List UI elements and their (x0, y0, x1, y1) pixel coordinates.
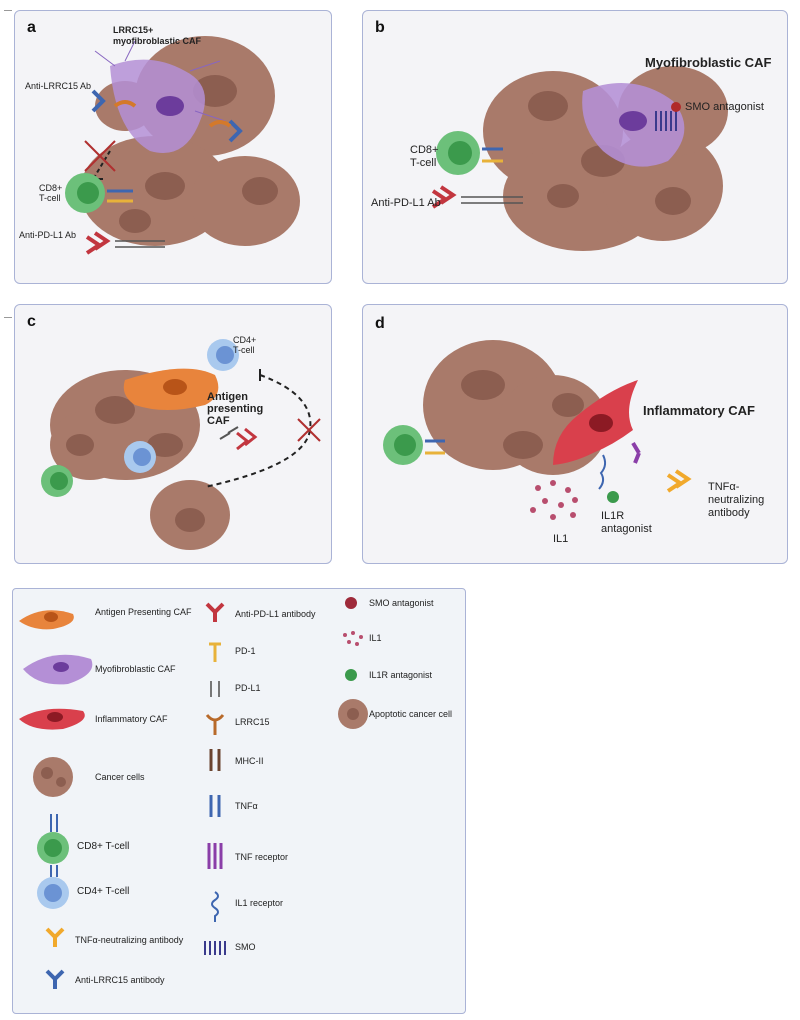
legend-apoptotic: Apoptotic cancer cell (369, 709, 453, 719)
panel-label: c (27, 313, 36, 330)
title-line2: myofibroblastic CAF (113, 36, 202, 46)
legend-tnf-receptor: TNF receptor (235, 852, 289, 862)
il1r-antagonist-icon (345, 669, 357, 681)
cd4-label-line2: T-cell (233, 345, 255, 355)
tnf-receptor-icon (207, 843, 223, 869)
anti-lrrc15-label: Anti-LRRC15 Ab (25, 81, 92, 91)
smo-antagonist-label: SMO antagonist (685, 101, 764, 113)
legend-lrrc15-ab: Anti-LRRC15 antibody (75, 975, 165, 985)
panel-a: a LRRC15+ myofibroblastic CAF Anti-LRRC1… (14, 10, 332, 284)
legend-lrrc15: LRRC15 (235, 717, 270, 727)
legend-cd4: CD4+ T-cell (77, 886, 130, 897)
il1-icon (343, 631, 363, 646)
legend-il1: IL1 (369, 633, 382, 643)
legend-il1-receptor: IL1 receptor (235, 898, 284, 908)
legend-infl-caf: Inflammatory CAF (95, 714, 168, 724)
legend-smo-antagonist: SMO antagonist (369, 598, 434, 608)
il1r-label-line1: IL1R (601, 510, 625, 522)
cancer-cell-icon (33, 757, 73, 797)
legend-smo: SMO (235, 942, 256, 952)
lrrc15-icon (205, 714, 225, 735)
tnf-ab-label-line3: antibody (708, 507, 750, 519)
panel-b-illustration (431, 66, 728, 251)
legend-cd8: CD8+ T-cell (77, 841, 130, 852)
tnf-ab-label-line1: TNFα- (708, 481, 740, 493)
cd8-label-line2: T-cell (410, 157, 437, 169)
panel-d: d Inflammatory CAF IL1 IL1R antagonist T… (362, 304, 788, 564)
anti-pdl1-label: Anti-PD-L1 Ab (371, 197, 441, 209)
panel-c: c CD4+ T-cell Antigen presenting CAF (14, 304, 332, 564)
legend-tnfa: TNFα (235, 801, 258, 811)
tnfa-icon (209, 795, 221, 817)
panel-title: Myofibroblastic CAF (645, 55, 772, 70)
panel-d-illustration (383, 340, 692, 520)
il1-label: IL1 (553, 533, 569, 545)
tnf-ab-icon (45, 927, 65, 947)
legend-icons (19, 597, 368, 989)
anti-pdl1-label: Anti-PD-L1 Ab (19, 230, 77, 240)
smo-icon (204, 941, 226, 955)
pd1-icon (209, 642, 221, 662)
apc-label-line1: Antigen (207, 391, 248, 403)
panel-label: d (375, 315, 385, 332)
cd8-label-line1: CD8+ (39, 183, 63, 193)
legend-box: Antigen Presenting CAF Myofibroblastic C… (12, 588, 466, 1014)
tnf-ab-label-line2: neutralizing (708, 494, 765, 506)
margin-tick (4, 10, 12, 11)
il1-receptor-icon (211, 891, 219, 922)
lrrc15-ab-icon (45, 969, 65, 989)
legend-myo-caf: Myofibroblastic CAF (95, 664, 176, 674)
mhc2-icon (209, 749, 221, 771)
panel-a-illustration (65, 36, 300, 255)
title-line1: LRRC15+ (113, 25, 154, 35)
smo-antagonist-icon (345, 597, 357, 609)
panel-c-illustration (41, 339, 321, 550)
pdl1-icon (210, 681, 220, 697)
legend-tnf-ab: TNFα-neutralizing antibody (75, 935, 184, 945)
legend-anti-pdl1: Anti-PD-L1 antibody (235, 609, 316, 619)
legend-mhc2: MHC-II (235, 756, 264, 766)
legend-cancer-cells: Cancer cells (95, 772, 145, 782)
legend-apc-caf: Antigen Presenting CAF (95, 607, 192, 617)
legend-pd1: PD-1 (235, 646, 256, 656)
cd8-label-line2: T-cell (39, 193, 61, 203)
panel-title: Inflammatory CAF (643, 403, 755, 418)
anti-pdl1-icon (205, 602, 225, 622)
panel-label: b (375, 19, 385, 36)
panel-b: b Myofibroblastic CAF SMO antagonist CD8… (362, 10, 788, 284)
apc-label-line2: presenting (207, 403, 264, 415)
panel-label: a (27, 19, 36, 36)
apc-label-line3: CAF (207, 415, 230, 427)
margin-tick (4, 317, 12, 318)
cd8-label-line1: CD8+ (410, 144, 439, 156)
il1r-label-line2: antagonist (601, 523, 652, 535)
legend-il1r-antagonist: IL1R antagonist (369, 670, 433, 680)
cd4-label-line1: CD4+ (233, 335, 257, 345)
legend-pdl1: PD-L1 (235, 683, 261, 693)
